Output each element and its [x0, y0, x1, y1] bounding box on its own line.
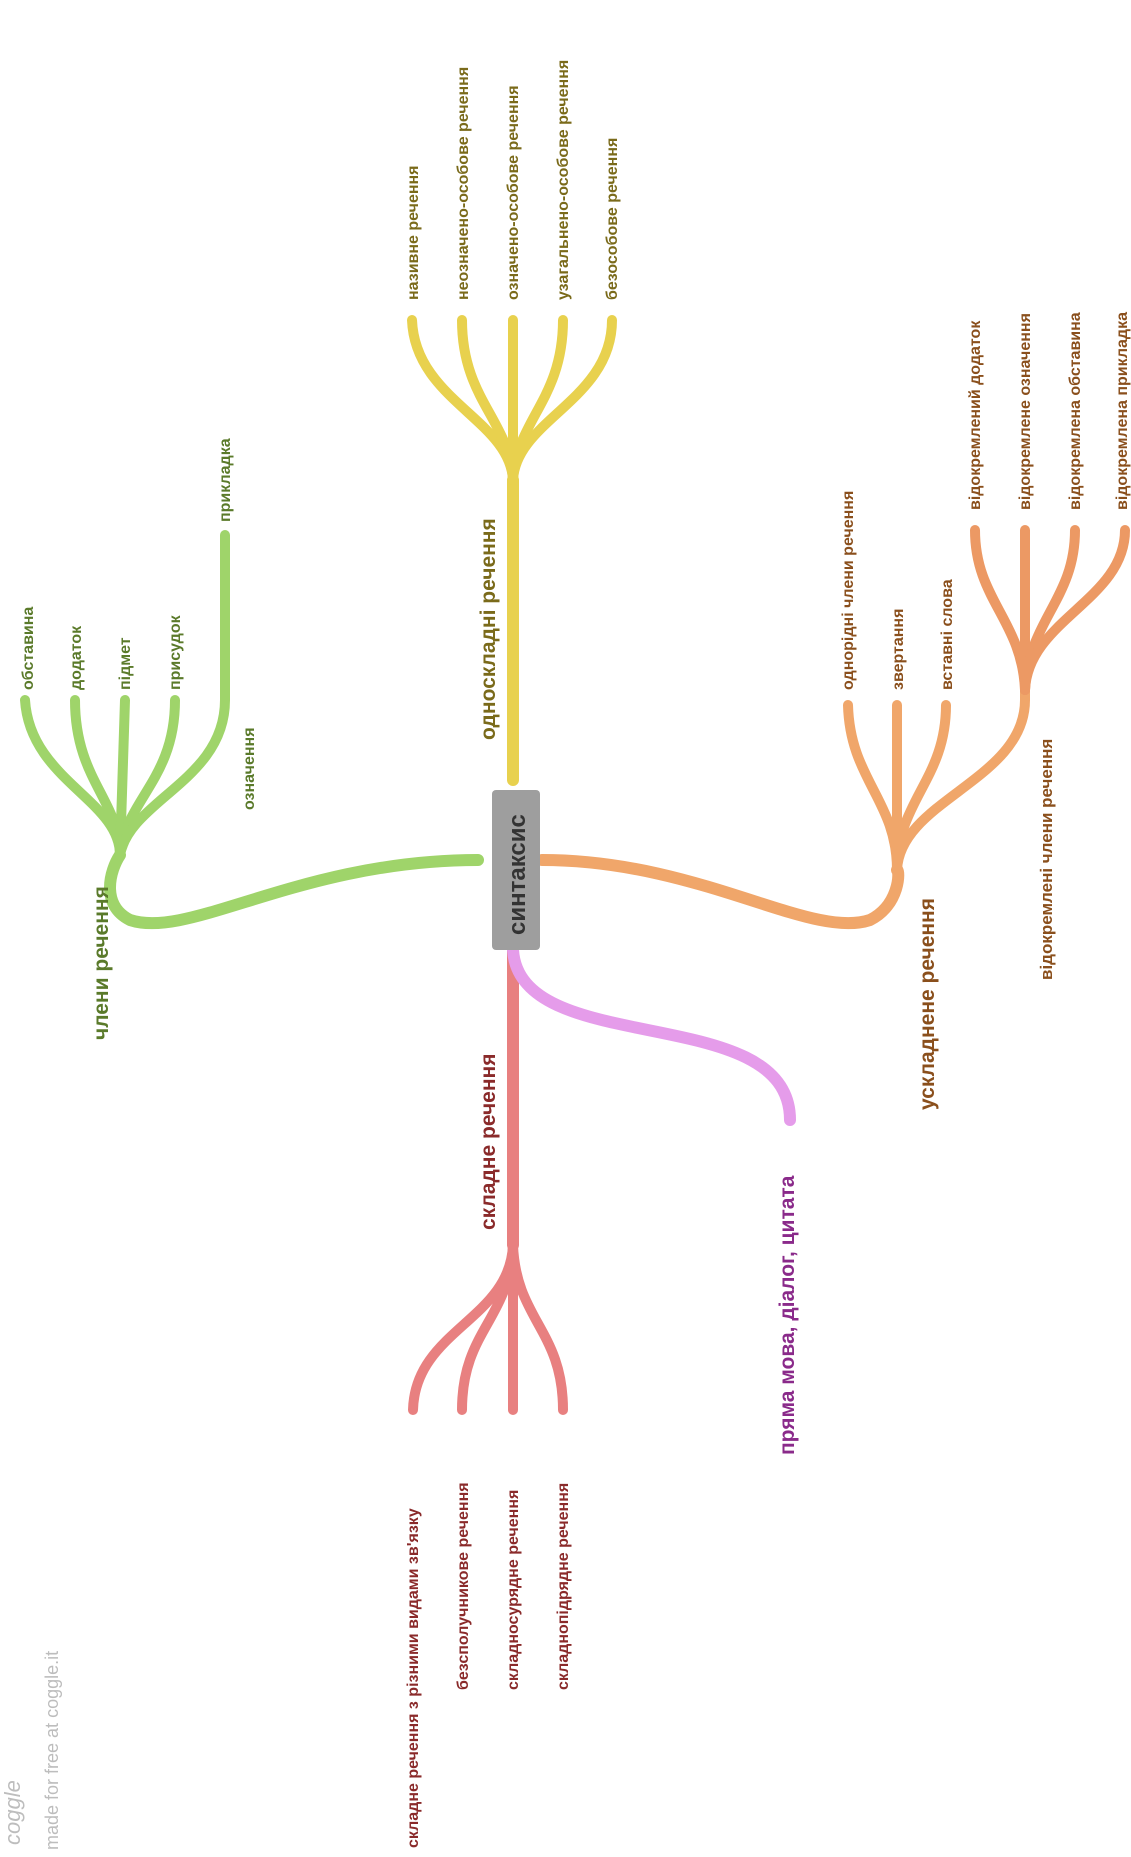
watermark: coggle made for free at coggle.it — [0, 1651, 62, 1850]
leaf-dodatok[interactable]: додаток — [68, 625, 85, 690]
leaf-prysudok[interactable]: присудок — [167, 614, 184, 690]
leaf-vid-obstavyna[interactable]: відокремлена обставина — [1067, 312, 1084, 510]
leaf-obstavyna[interactable]: обставина — [20, 607, 37, 690]
sub-branch-label-vidokremleni[interactable]: відокремлені члени речення — [1037, 739, 1056, 980]
leaf-pidmet[interactable]: підмет — [117, 637, 134, 690]
leaf-vid-oznachennia[interactable]: відокремлене означення — [1017, 313, 1034, 510]
branch-priama: пряма мова, діалог, цитата — [507, 944, 799, 1455]
central-node[interactable]: синтаксис — [492, 790, 540, 950]
leaf-nazyvne[interactable]: називне речення — [405, 165, 422, 300]
branch-chleny: члени речення обставина додаток підмет п… — [20, 438, 484, 1040]
leaf-oznacheno[interactable]: означено-особове речення — [505, 85, 522, 300]
branch-uskladnene: ускладнене речення однорідні члени речен… — [536, 312, 1131, 1110]
branch-label-priama[interactable]: пряма мова, діалог, цитата — [776, 1175, 799, 1455]
watermark-text: made for free at coggle.it — [42, 1651, 62, 1850]
branch-label-chleny[interactable]: члени речення — [90, 886, 113, 1040]
branch-label-skladne[interactable]: складне речення — [477, 1054, 500, 1230]
leaf-bezosobove[interactable]: безособове речення — [604, 138, 621, 300]
leaf-odnoridni[interactable]: однорідні члени речення — [840, 491, 857, 690]
leaf-neoznacheno[interactable]: неозначено-особове речення — [455, 67, 472, 300]
branch-skladne: складне речення складне речення з різним… — [405, 939, 572, 1848]
leaf-skladnosuriadne[interactable]: складносурядне речення — [505, 1490, 522, 1690]
leaf-riznymy[interactable]: складне речення з різними видами зв'язку — [405, 1508, 422, 1848]
leaf-bezspoluchnykove[interactable]: безсполучникове речення — [455, 1482, 472, 1690]
leaf-vid-prykladka[interactable]: відокремлена прикладка — [1114, 312, 1131, 510]
leaf-prykladka[interactable]: прикладка — [217, 438, 234, 522]
branch-label-uskladnene[interactable]: ускладнене речення — [916, 898, 939, 1110]
leaf-vstavni[interactable]: вставні слова — [939, 579, 956, 690]
coggle-logo: coggle — [0, 1780, 25, 1845]
leaf-skladnopidriadne[interactable]: складнопідрядне речення — [555, 1483, 572, 1690]
leaf-uzahalneno[interactable]: узагальнено-особове речення — [555, 60, 572, 300]
leaf-vid-dodatok[interactable]: відокремлений додаток — [967, 320, 984, 510]
leaf-oznachennia[interactable]: означення — [241, 727, 258, 810]
branch-label-odnoskladni[interactable]: односкладні речення — [477, 518, 500, 740]
branch-odnoskladni: односкладні речення називне речення неоз… — [405, 60, 621, 786]
leaf-zvertannia[interactable]: звертання — [890, 609, 907, 690]
central-label: синтаксис — [504, 814, 531, 935]
